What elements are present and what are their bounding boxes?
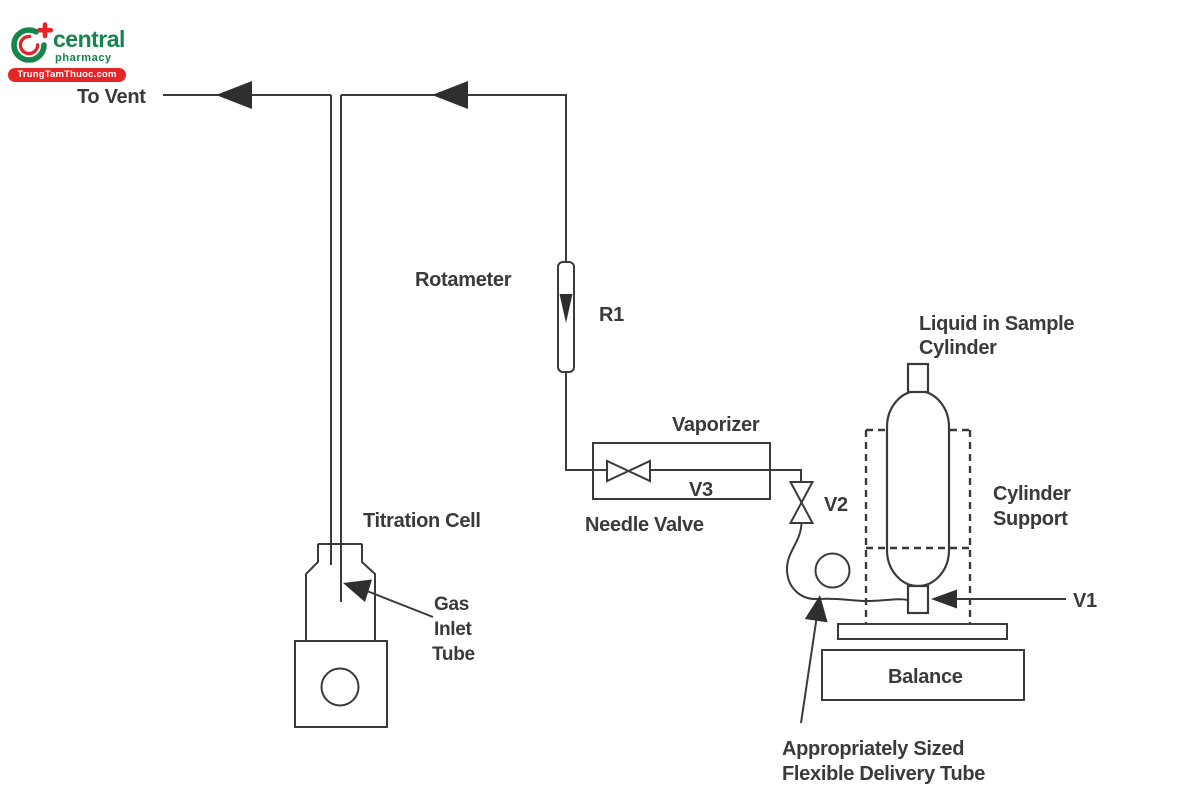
- flow-arrowhead-icon: [432, 81, 468, 109]
- cylinder-bottom-valve-v1: [906, 584, 930, 615]
- flex-tube-arrowhead-icon: [804, 595, 828, 623]
- needle-valve-v3-icon: [606, 459, 631, 483]
- sample-cylinder-body: [885, 389, 951, 588]
- label-flex-line2: Flexible Delivery Tube: [782, 763, 985, 785]
- label-v3: V3: [689, 479, 713, 501]
- titration-cell-base: [294, 640, 388, 728]
- label-vaporizer: Vaporizer: [672, 414, 760, 436]
- label-needle-valve: Needle Valve: [585, 514, 704, 536]
- label-gas-line1: Gas: [434, 594, 469, 615]
- vaporizer-outlet-line: [650, 469, 802, 482]
- label-titration-cell: Titration Cell: [363, 510, 481, 532]
- rotameter-outlet-line: [565, 372, 607, 471]
- cylinder-top-nozzle: [906, 362, 930, 394]
- titration-cell-window: [320, 667, 360, 707]
- flexible-tube-coil: [814, 552, 851, 589]
- label-gas-line2: Inlet: [434, 619, 473, 640]
- label-to-vent: To Vent: [77, 86, 146, 108]
- rotameter-float-icon: [559, 294, 573, 323]
- rotameter-to-vent-line: [341, 94, 567, 262]
- logo-c-icon: [11, 22, 54, 63]
- label-rotameter: Rotameter: [415, 269, 512, 291]
- label-v1: V1: [1073, 590, 1097, 612]
- label-support-line1: Cylinder: [993, 483, 1071, 505]
- logo-brand-text: central: [53, 26, 125, 52]
- brand-logo: central pharmacy TrungTamThuoc.com: [8, 12, 138, 86]
- valve-v2-icon: [788, 500, 815, 524]
- flex-tube-annotation-line: [800, 620, 818, 724]
- label-liquid-line1: Liquid in Sample: [919, 313, 1074, 335]
- titration-cell-right-outline: [361, 544, 376, 641]
- gas-inlet-arrowhead-icon: [343, 579, 372, 602]
- label-balance: Balance: [888, 666, 963, 688]
- logo-subtitle-text: pharmacy: [55, 52, 112, 64]
- needle-valve-v3-icon: [626, 459, 651, 483]
- logo-badge-text: TrungTamThuoc.com: [8, 68, 126, 82]
- v1-arrowhead-icon: [931, 589, 957, 609]
- label-flex-line1: Appropriately Sized: [782, 738, 964, 760]
- label-gas-line3: Tube: [432, 644, 475, 665]
- label-r1: R1: [599, 304, 624, 326]
- balance-body: [821, 649, 1025, 701]
- balance-platform: [837, 623, 1008, 640]
- valve-v2-icon: [788, 481, 815, 505]
- vent-arrowhead-icon: [216, 81, 252, 109]
- label-liquid-line2: Cylinder: [919, 337, 997, 359]
- titration-cell-left-outline: [305, 544, 319, 641]
- label-v2: V2: [824, 494, 848, 516]
- gas-inlet-annotation-line: [366, 590, 434, 618]
- label-support-line2: Support: [993, 508, 1068, 530]
